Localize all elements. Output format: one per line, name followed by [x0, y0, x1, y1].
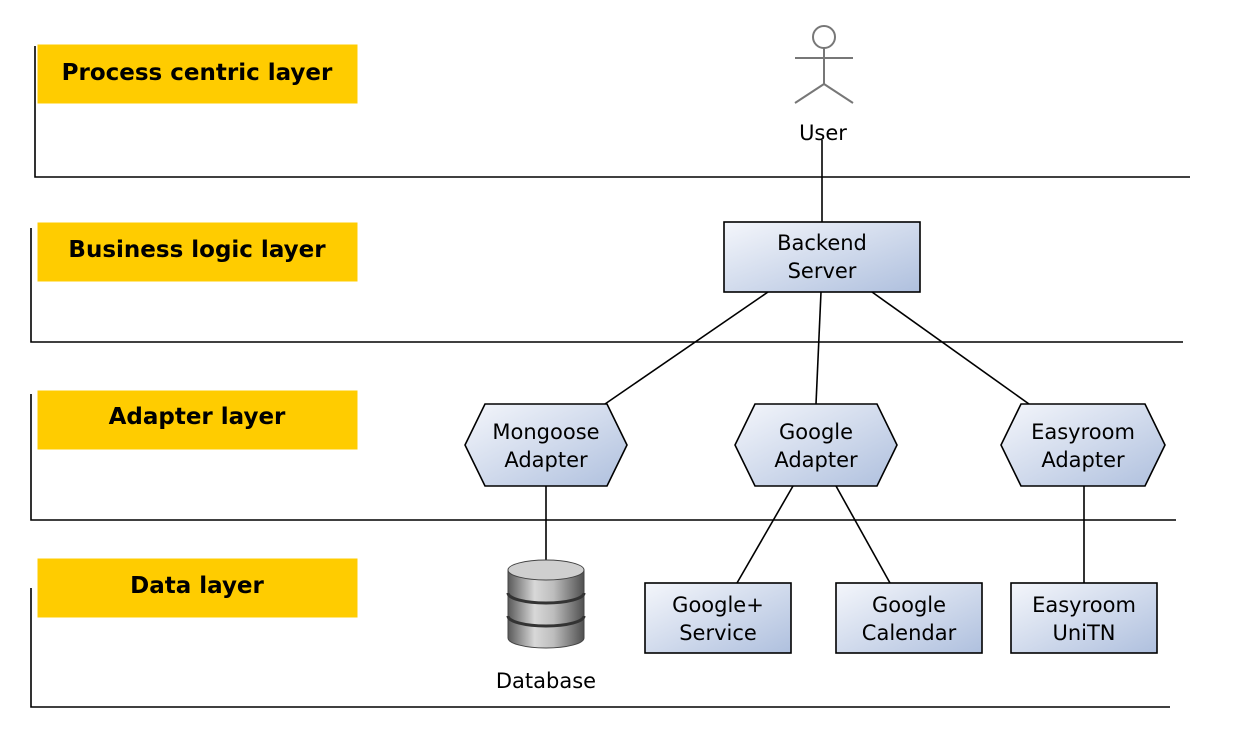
user-actor: User [794, 25, 854, 145]
connector-backend-easyroom [871, 291, 1030, 405]
layer-label: Process centric layer [62, 60, 333, 86]
connector-google-calendar [835, 485, 891, 584]
mongoose-adapter-node: Mongoose Adapter [464, 403, 628, 487]
layer-label-box [36, 557, 359, 619]
mongoose-adapter-line2: Adapter [504, 448, 588, 472]
google-calendar-node: Google Calendar [835, 582, 983, 654]
backend-line2: Server [788, 259, 857, 283]
backend-line1: Backend [777, 231, 867, 255]
easyroom-adapter-node: Easyroom Adapter [1000, 403, 1166, 487]
google-plus-line2: Service [679, 621, 757, 645]
layer-business-logic: Business logic layer [30, 221, 1183, 343]
easyroom-adapter-line2: Adapter [1041, 448, 1125, 472]
easyroom-adapter-line1: Easyroom [1031, 420, 1135, 444]
actor-stick-figure-icon [794, 25, 854, 104]
connectors [545, 140, 1085, 584]
layer-data: Data layer [30, 557, 1170, 708]
layer-label: Data layer [130, 573, 264, 599]
layer-boundary-line [34, 46, 1190, 178]
connector-backend-mongoose [604, 291, 769, 405]
layer-boundary-line [30, 588, 1170, 708]
database-node: Database [496, 559, 596, 693]
mongoose-adapter-line1: Mongoose [492, 420, 599, 444]
layer-boundary-line [30, 228, 1183, 343]
database-label: Database [496, 669, 596, 693]
easyroom-unitn-node: Easyroom UniTN [1010, 582, 1158, 654]
google-adapter-node: Google Adapter [734, 403, 898, 487]
google-adapter-line2: Adapter [774, 448, 858, 472]
easyroom-unitn-line1: Easyroom [1032, 593, 1136, 617]
connector-google-googleplus [736, 485, 794, 584]
layer-adapter: Adapter layer [30, 389, 1176, 521]
backend-server-node: Backend Server [723, 221, 921, 293]
google-calendar-line1: Google [872, 593, 946, 617]
layer-label-box [36, 221, 359, 283]
layer-label-box [36, 43, 359, 105]
google-plus-line1: Google+ [672, 593, 764, 617]
layer-label-box [36, 389, 359, 451]
google-calendar-line2: Calendar [862, 621, 957, 645]
user-label: User [799, 121, 847, 145]
layer-label: Business logic layer [68, 237, 326, 263]
google-plus-service-node: Google+ Service [644, 582, 792, 654]
easyroom-unitn-line2: UniTN [1052, 621, 1115, 645]
layer-boundary-line [30, 394, 1176, 521]
google-adapter-line1: Google [779, 420, 853, 444]
database-cylinder-icon [506, 559, 586, 649]
layer-process-centric: Process centric layer [34, 43, 1190, 178]
layer-label: Adapter layer [109, 404, 286, 430]
connector-backend-google [815, 291, 822, 405]
